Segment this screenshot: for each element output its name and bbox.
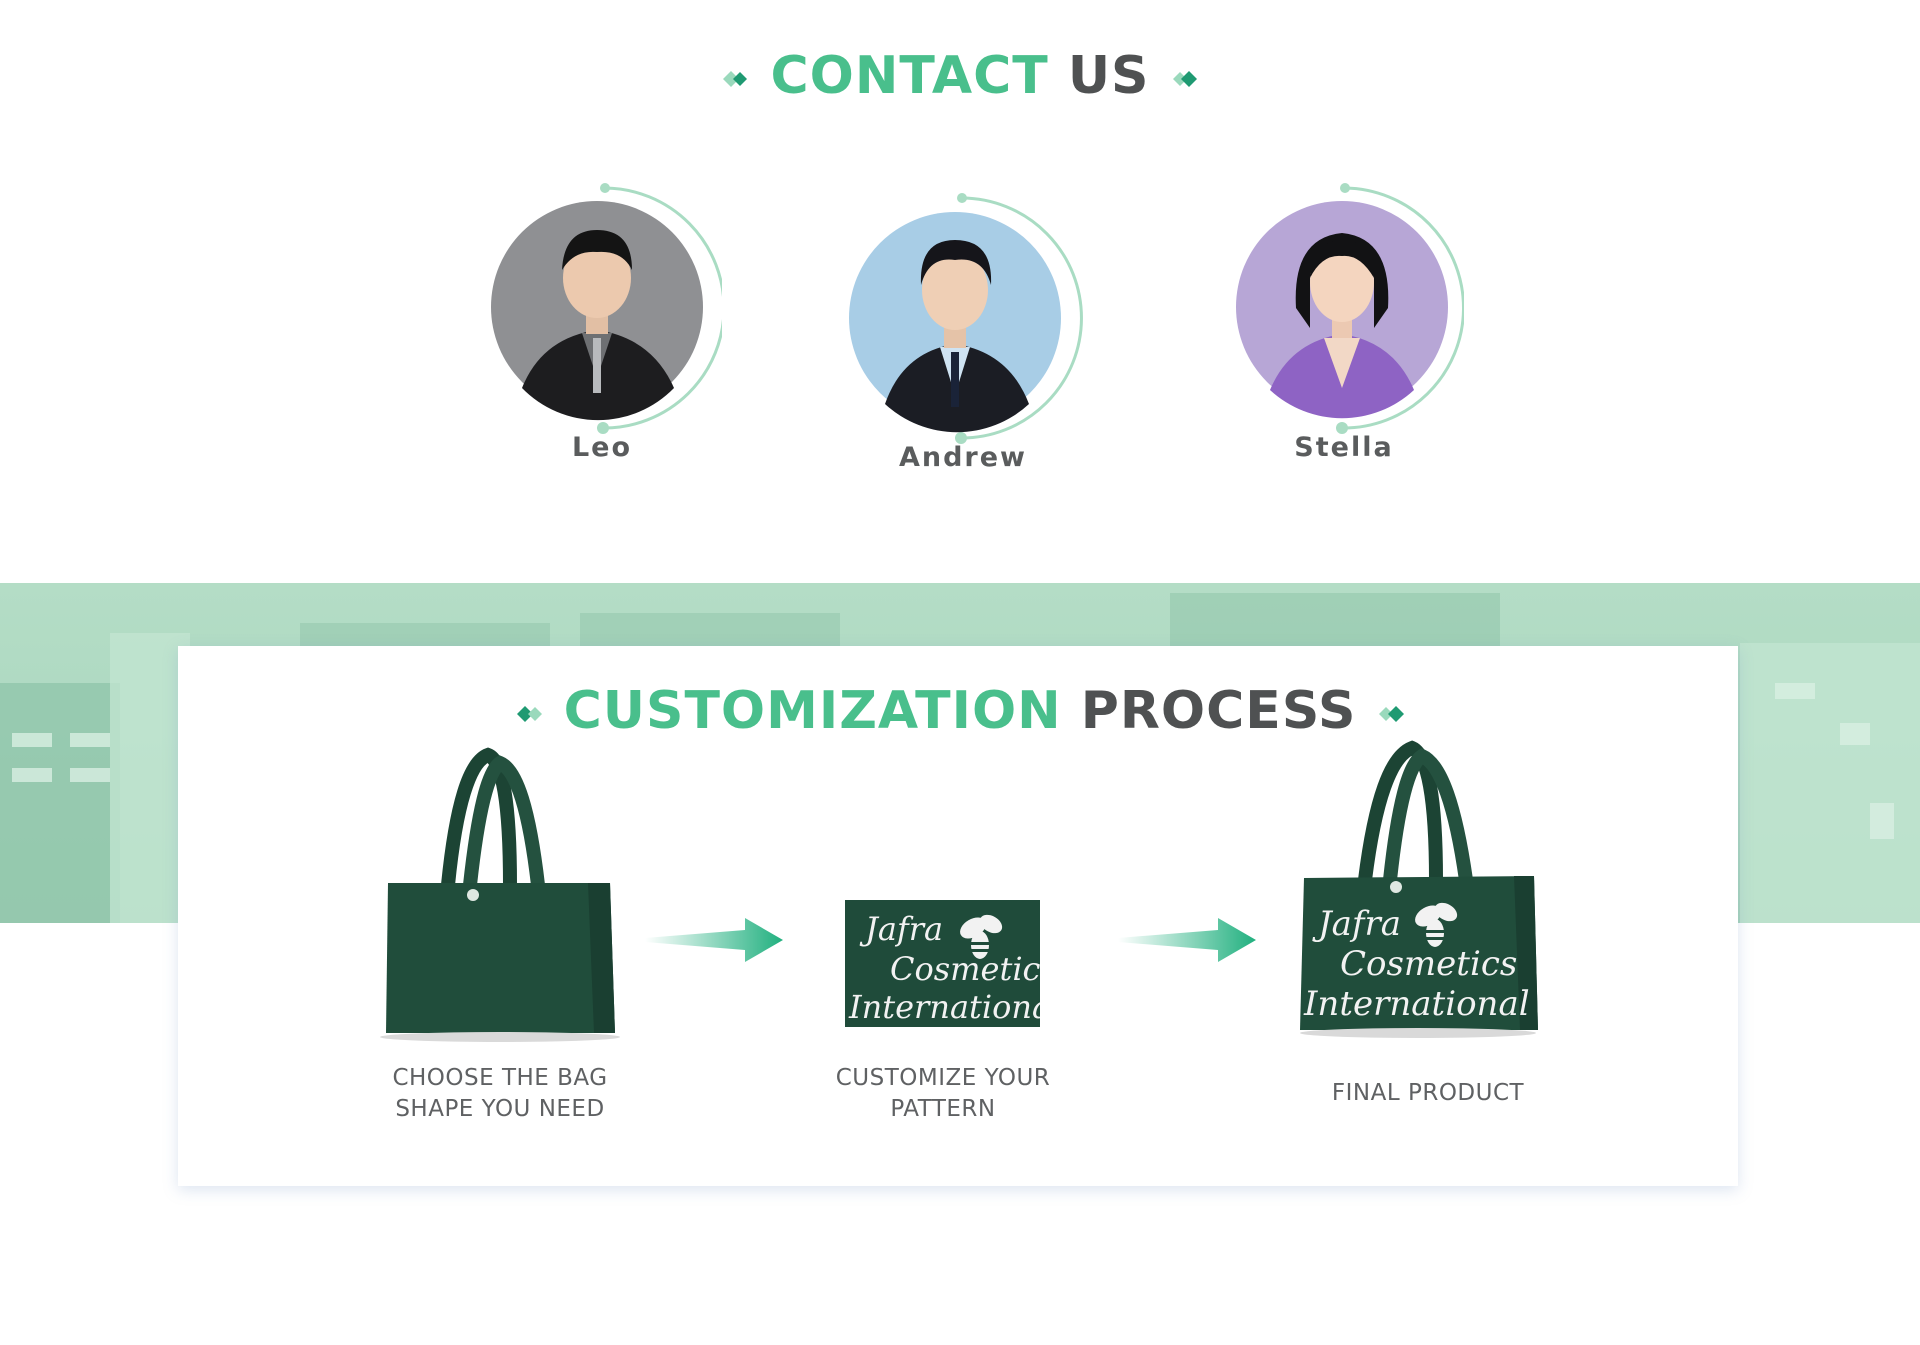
contact-name: Stella bbox=[1294, 432, 1394, 463]
title-accent: CONTACT bbox=[770, 46, 1049, 106]
svg-text:Cosmetics: Cosmetics bbox=[1340, 944, 1517, 984]
final-product-bag-image: Jafra Cosmetics International bbox=[1300, 740, 1538, 1038]
plain-tote-bag-image bbox=[380, 747, 620, 1042]
contact-name: Andrew bbox=[898, 442, 1027, 473]
right-arrow-icon bbox=[1118, 918, 1256, 962]
bee-icon bbox=[1415, 902, 1458, 947]
svg-text:International: International bbox=[848, 988, 1040, 1026]
diamond-ornament-icon bbox=[723, 71, 748, 87]
diamond-ornament-icon bbox=[516, 706, 542, 722]
title-rest: US bbox=[1067, 46, 1150, 106]
contact-name: Leo bbox=[571, 432, 633, 463]
svg-text:Cosmetics: Cosmetics bbox=[890, 950, 1040, 988]
diamond-ornament-icon bbox=[1172, 71, 1197, 87]
step-label: CUSTOMIZE YOUR PATTERN bbox=[835, 1065, 1051, 1122]
customization-process-title: CUSTOMIZATION PROCESS bbox=[0, 676, 1920, 746]
step-label: CHOOSE THE BAG SHAPE YOU NEED bbox=[392, 1065, 608, 1122]
bee-icon bbox=[960, 914, 1003, 959]
svg-text:Jafra: Jafra bbox=[1312, 904, 1401, 944]
contact-card-leo[interactable]: Leo bbox=[482, 178, 722, 463]
svg-text:International: International bbox=[1303, 984, 1530, 1024]
person-silhouette-icon bbox=[885, 240, 1029, 433]
person-silhouette-icon bbox=[522, 230, 674, 421]
contact-card-stella[interactable]: Stella bbox=[1224, 178, 1464, 463]
contact-us-title: CONTACT US bbox=[0, 44, 1920, 108]
diamond-ornament-icon bbox=[1378, 706, 1404, 722]
right-arrow-icon bbox=[645, 918, 783, 962]
avatar bbox=[491, 183, 722, 434]
title-rest: PROCESS bbox=[1080, 681, 1357, 741]
title-accent: CUSTOMIZATION bbox=[563, 681, 1062, 741]
svg-text:Jafra: Jafra bbox=[859, 910, 943, 948]
contact-card-andrew[interactable]: Andrew bbox=[843, 190, 1083, 473]
person-silhouette-icon bbox=[1270, 233, 1414, 419]
avatar bbox=[849, 193, 1083, 444]
step-label: FINAL PRODUCT bbox=[1331, 1080, 1525, 1106]
avatar bbox=[1236, 183, 1464, 434]
pattern-swatch-image: Jafra Cosmetics International bbox=[845, 900, 1040, 1027]
